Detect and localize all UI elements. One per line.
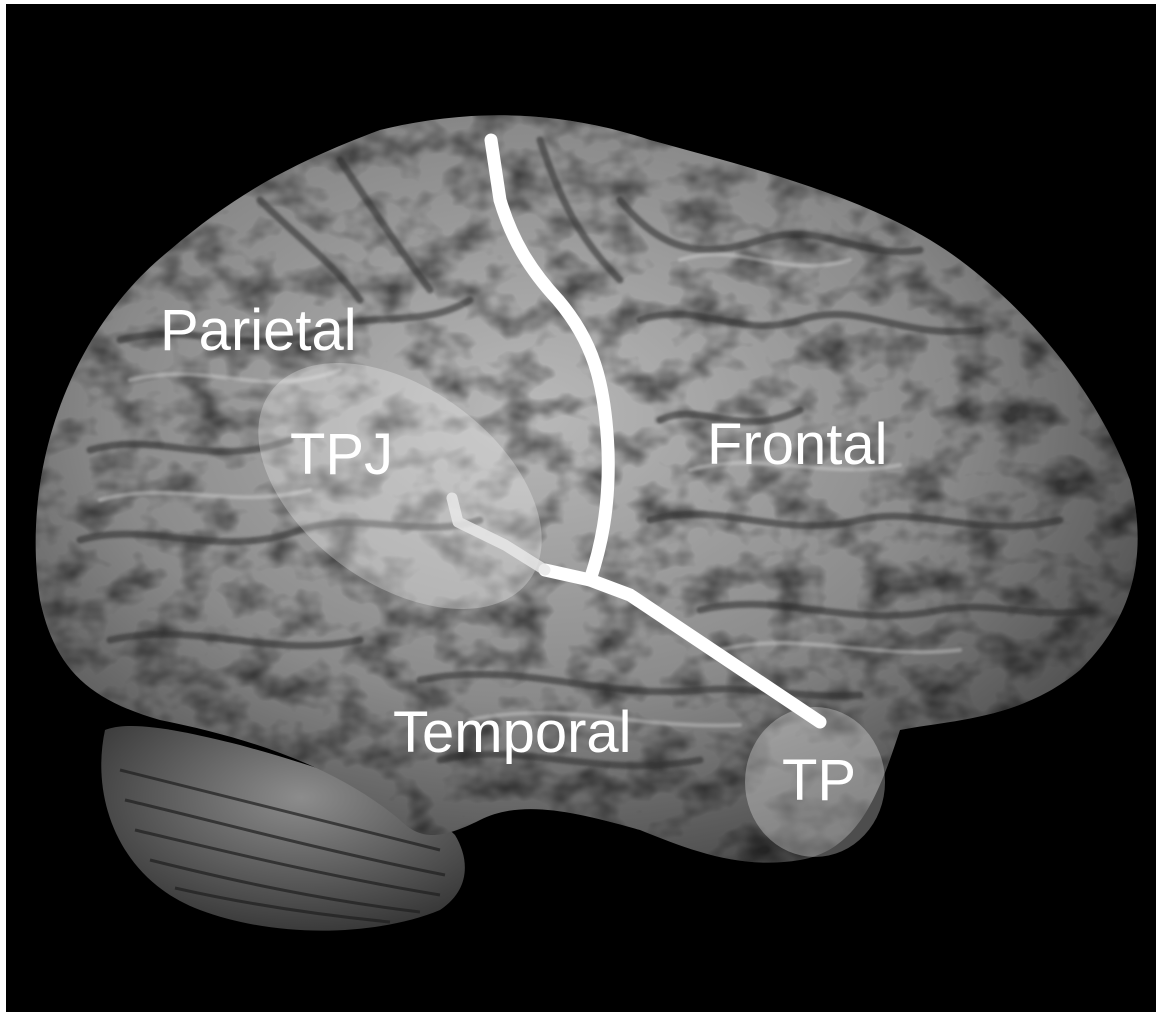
tpj-label: TPJ <box>290 422 393 487</box>
parietal-label: Parietal <box>160 298 357 363</box>
frontal-label: Frontal <box>707 412 888 477</box>
temporal-label: Temporal <box>393 700 632 765</box>
tp-label: TP <box>782 748 856 813</box>
